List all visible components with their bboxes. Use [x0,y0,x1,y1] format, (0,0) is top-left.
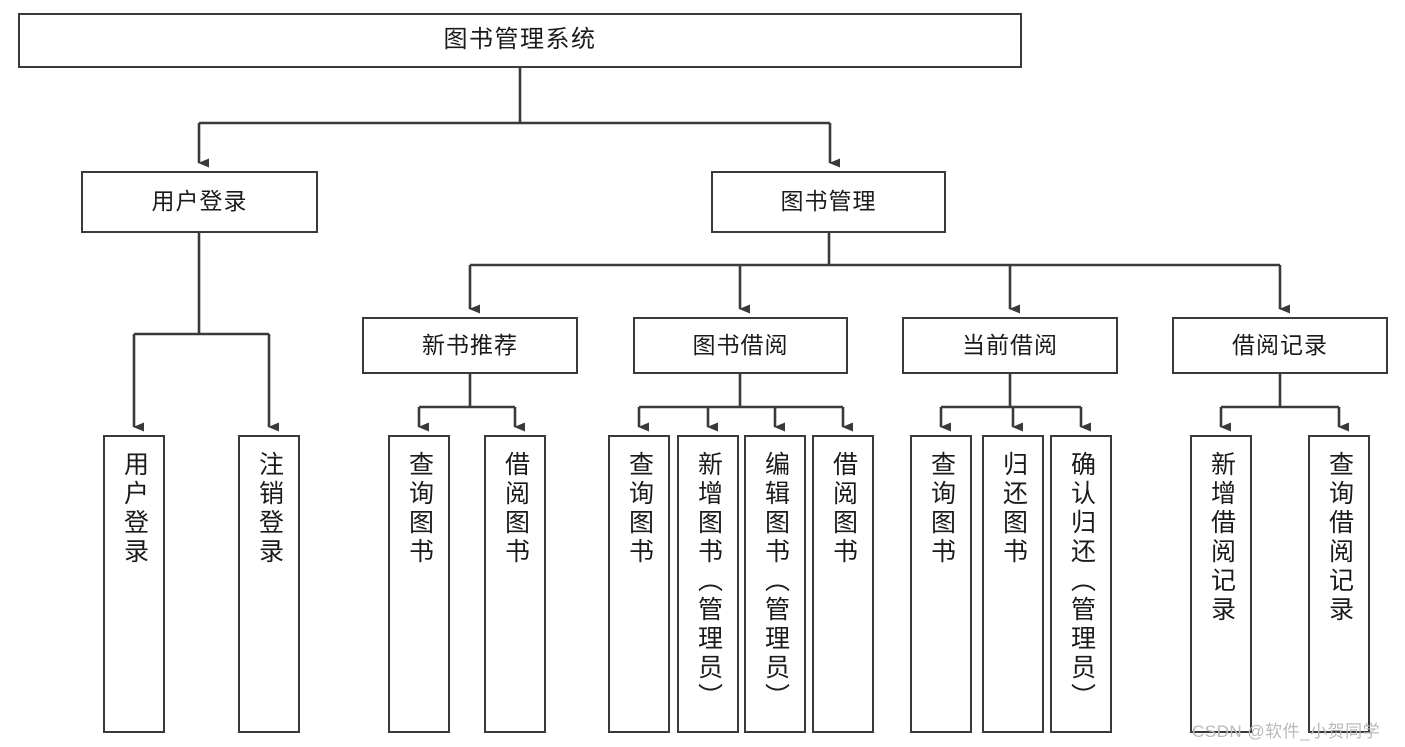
node-leaf-borrow-book[interactable]: 借阅图书 [812,435,874,733]
node-new-book-rec[interactable]: 新书推荐 [362,317,578,374]
node-leaf-query-borrow-record[interactable]: 查询借阅记录 [1308,435,1370,733]
node-borrow-record[interactable]: 借阅记录 [1172,317,1388,374]
node-leaf-logout-login-label: 注销登录 [255,451,284,567]
node-leaf-query-book-rec-label: 查询图书 [405,451,434,567]
csdn-watermark: CSDN @软件_小贺同学 [1192,722,1381,741]
node-leaf-borrow-book-rec[interactable]: 借阅图书 [484,435,546,733]
node-leaf-add-book-admin[interactable]: 新增图书（管理员） [677,435,739,733]
node-leaf-logout-login[interactable]: 注销登录 [238,435,300,733]
node-leaf-query-borrow-record-label: 查询借阅记录 [1325,451,1354,625]
node-leaf-confirm-return-admin[interactable]: 确认归还（管理员） [1050,435,1112,733]
node-leaf-edit-book-admin[interactable]: 编辑图书（管理员） [744,435,806,733]
node-root[interactable]: 图书管理系统 [18,13,1022,68]
node-leaf-query-book-current[interactable]: 查询图书 [910,435,972,733]
node-leaf-borrow-book-label: 借阅图书 [829,451,858,567]
node-user-login-label: 用户登录 [151,188,248,215]
node-book-manage[interactable]: 图书管理 [711,171,946,233]
node-leaf-query-book-current-label: 查询图书 [927,451,956,567]
node-leaf-borrow-book-rec-label: 借阅图书 [501,451,530,567]
node-current-borrow-label: 当前借阅 [962,331,1058,358]
node-leaf-add-borrow-record-label: 新增借阅记录 [1207,451,1236,625]
node-leaf-query-book-rec[interactable]: 查询图书 [388,435,450,733]
node-leaf-confirm-return-admin-label: 确认归还（管理员） [1067,451,1096,712]
node-leaf-add-borrow-record[interactable]: 新增借阅记录 [1190,435,1252,733]
node-book-manage-label: 图书管理 [780,188,877,215]
node-leaf-edit-book-admin-label: 编辑图书（管理员） [761,451,790,712]
node-leaf-add-book-admin-label: 新增图书（管理员） [694,451,723,712]
node-leaf-query-book-borrow[interactable]: 查询图书 [608,435,670,733]
node-leaf-return-book-label: 归还图书 [999,451,1028,567]
node-leaf-return-book[interactable]: 归还图书 [982,435,1044,733]
node-leaf-user-login[interactable]: 用户登录 [103,435,165,733]
node-leaf-user-login-label: 用户登录 [120,451,149,567]
node-leaf-query-book-borrow-label: 查询图书 [625,451,654,567]
node-root-label: 图书管理系统 [443,26,597,54]
node-current-borrow[interactable]: 当前借阅 [902,317,1118,374]
node-book-borrow[interactable]: 图书借阅 [633,317,848,374]
node-book-borrow-label: 图书借阅 [692,331,789,358]
node-user-login[interactable]: 用户登录 [81,171,318,233]
node-borrow-record-label: 借阅记录 [1232,331,1328,358]
node-new-book-rec-label: 新书推荐 [422,331,518,358]
